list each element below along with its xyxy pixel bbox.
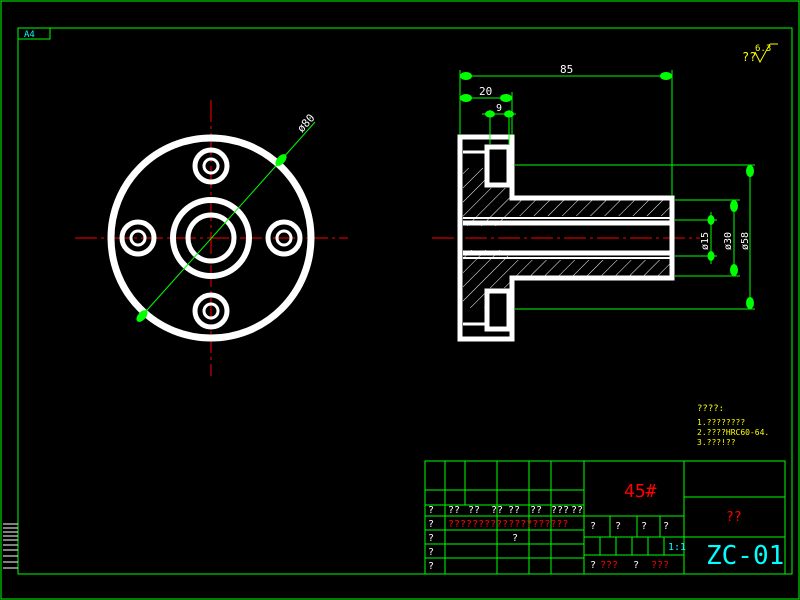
title-block [424, 460, 786, 575]
dim-overall-length: 85 [560, 63, 573, 76]
title-mid-labels: ? ? ? ? [590, 521, 669, 532]
technical-notes: ????: 1.???????? 2.????HRC60-64. 3.???!?… [697, 404, 769, 447]
scale-label: 1:1 [668, 542, 686, 553]
bolt-hole-left [119, 219, 157, 257]
diameter-dim-line [139, 157, 284, 319]
part-outline-top [457, 134, 675, 238]
svg-text:??: ?? [468, 505, 480, 516]
svg-text:?: ? [428, 547, 434, 558]
svg-text:?: ? [633, 560, 639, 571]
front-view: ø80 [75, 100, 348, 376]
svg-text:?: ? [590, 560, 596, 571]
note-line-3: 3.???!?? [697, 438, 736, 447]
part-outline-bottom [457, 238, 675, 342]
dim-slot-width: 9 [496, 103, 502, 114]
slot-bottom [484, 288, 512, 332]
svg-text:?: ? [428, 561, 434, 572]
svg-text:???: ??? [551, 505, 569, 516]
svg-text:???: ??? [651, 560, 669, 571]
hub-outer-circle [170, 197, 252, 279]
dim-flange-dia: ø58 [740, 232, 751, 250]
section-hatch-top [463, 168, 670, 226]
bolt-hole-bottom [192, 292, 230, 330]
note-line-2: 2.????HRC60-64. [697, 428, 769, 437]
binding-strip [3, 523, 18, 569]
sheet-size-label: A4 [24, 30, 35, 40]
front-diameter-label: ø80 [295, 112, 318, 135]
surface-finish-value: 6.3 [755, 44, 771, 54]
hub-inner-circle [185, 212, 237, 264]
svg-text:?: ? [590, 521, 596, 532]
title-sign-labels: ? ? ? ? ? [428, 519, 518, 572]
svg-text:??: ?? [448, 505, 460, 516]
surface-finish-symbol: ?? 6.3 [742, 43, 778, 64]
svg-text:???: ??? [600, 560, 618, 571]
dim-bore-dia: ø15 [700, 232, 711, 250]
svg-text:?: ? [428, 519, 434, 530]
side-section-view: 85 20 9 ø15 ø30 ø58 [432, 63, 755, 342]
note-line-1: 1.???????? [697, 418, 745, 427]
dim-arrow [275, 154, 287, 166]
title-bottom-labels: ? ??? ? ??? [590, 560, 669, 571]
svg-text:??: ?? [530, 505, 542, 516]
slot-top [484, 144, 512, 188]
flange-outer-circle [107, 134, 315, 342]
part-name: ?? [726, 510, 742, 525]
dim-flange-width: 20 [479, 85, 492, 98]
title-red-row: ???????????????????? [448, 519, 568, 530]
svg-text:?: ? [428, 505, 434, 516]
svg-text:??: ?? [508, 505, 520, 516]
svg-text:?: ? [663, 521, 669, 532]
surface-finish-prefix: ?? [742, 50, 756, 64]
material-label: 45# [624, 481, 657, 502]
svg-text:?: ? [641, 521, 647, 532]
drawing-number: ZC-01 [706, 541, 784, 571]
svg-text:?: ? [615, 521, 621, 532]
section-hatch-bottom [463, 250, 670, 308]
notes-heading: ????: [697, 404, 724, 414]
svg-text:?: ? [512, 533, 518, 544]
svg-text:??: ?? [491, 505, 503, 516]
bolt-hole-right [265, 219, 303, 257]
sheet-size-box [17, 27, 51, 40]
svg-text:?: ? [428, 533, 434, 544]
bolt-hole-top [192, 147, 230, 185]
svg-text:??: ?? [571, 505, 583, 516]
title-row-headers: ? ?? ?? ?? ?? ?? ??? ?? [428, 505, 583, 516]
inner-frame [17, 27, 793, 575]
dim-hub-dia: ø30 [723, 232, 734, 250]
dim-arrow [136, 310, 148, 322]
